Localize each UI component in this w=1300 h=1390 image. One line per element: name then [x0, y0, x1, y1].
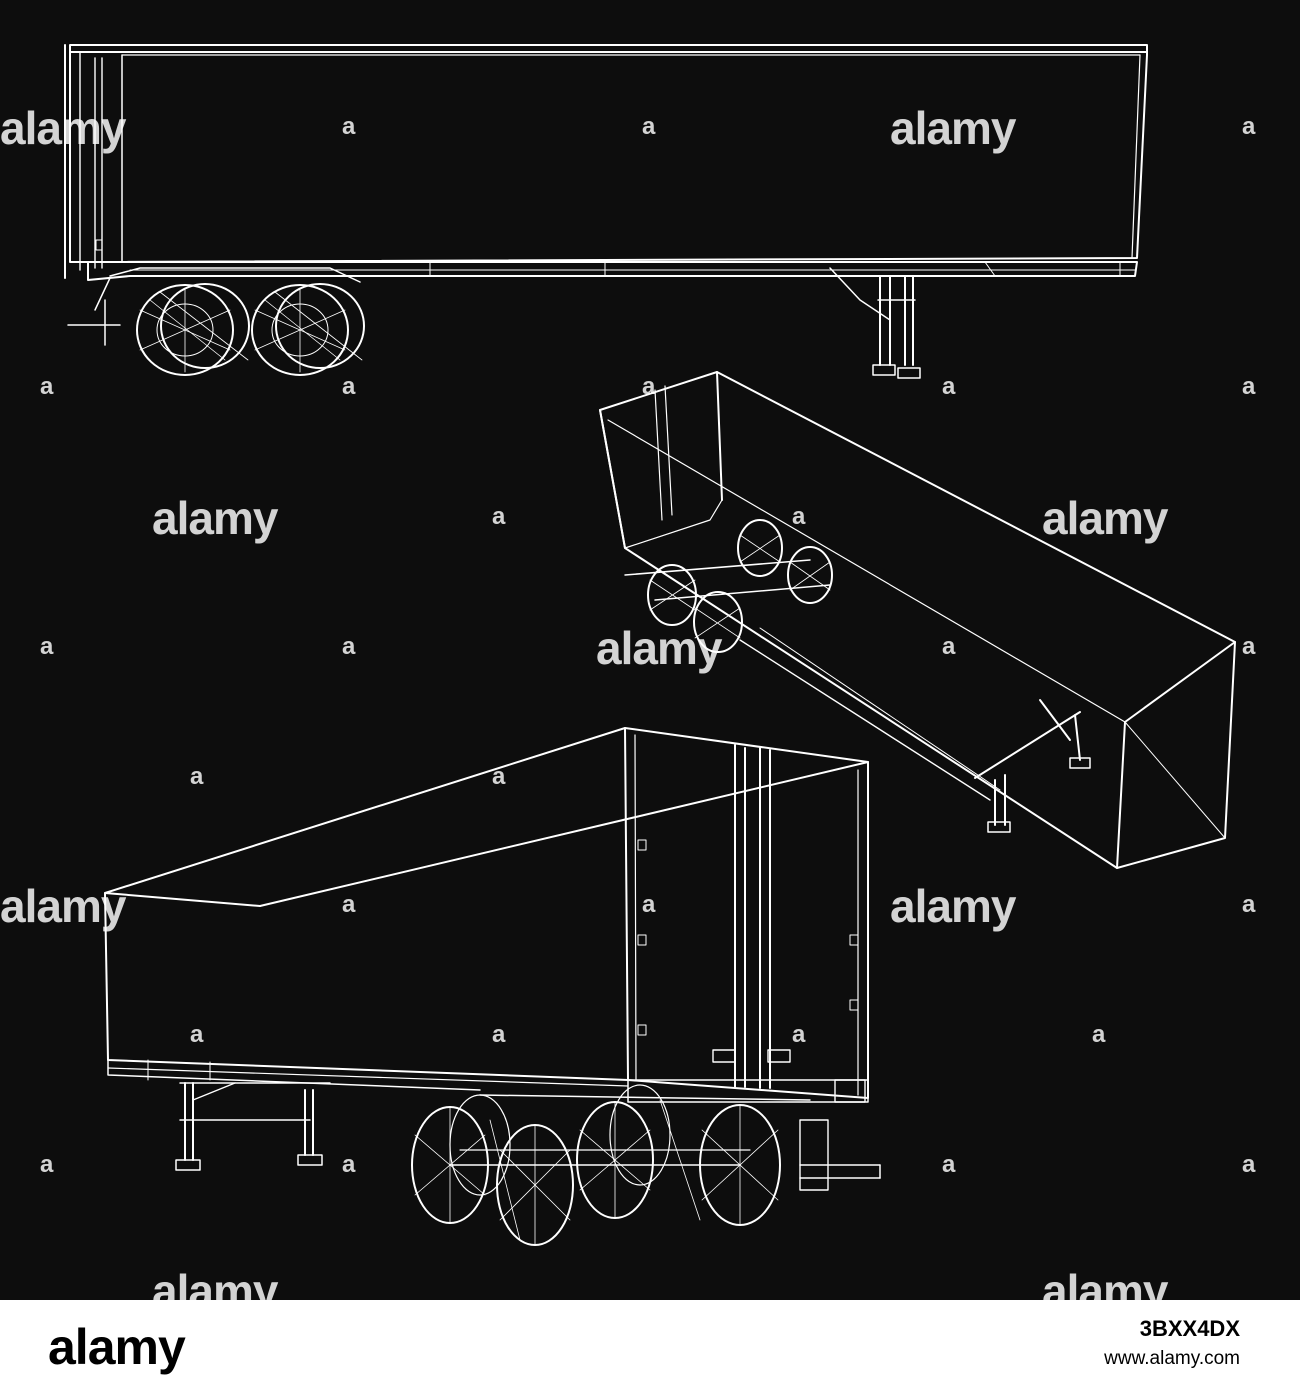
watermark-text: alamy	[1042, 492, 1168, 544]
watermark-glyph: a	[792, 1021, 806, 1048]
watermark-text: alamy	[890, 880, 1016, 932]
watermark-glyph: a	[190, 763, 204, 790]
footer-url: www.alamy.com	[1104, 1348, 1240, 1369]
watermark-glyph: a	[642, 891, 656, 918]
footer-image-id: 3BXX4DX	[1139, 1316, 1240, 1341]
watermark-glyph: a	[1242, 373, 1256, 400]
watermark-text: alamy	[890, 102, 1016, 154]
watermark-glyph: a	[342, 891, 356, 918]
watermark-glyph: a	[642, 373, 656, 400]
watermark-glyph: a	[1242, 891, 1256, 918]
watermark-glyph: a	[1242, 1151, 1256, 1178]
watermark-text: alamy	[152, 492, 278, 544]
watermark-text: alamy	[0, 880, 126, 932]
watermark-glyph: a	[492, 763, 506, 790]
watermark-glyph: a	[342, 1151, 356, 1178]
watermark-glyph: a	[642, 113, 656, 140]
watermark-glyph: a	[942, 1151, 956, 1178]
watermark-glyph: a	[942, 633, 956, 660]
watermark-glyph: a	[1242, 633, 1256, 660]
watermark-glyph: a	[492, 503, 506, 530]
watermark-glyph: a	[1092, 1021, 1106, 1048]
watermark-glyph: a	[492, 1021, 506, 1048]
watermark-text: alamy	[0, 102, 126, 154]
image-canvas: alamy alamy alamy alamy alamy alamy alam…	[0, 0, 1300, 1300]
watermark-glyph: a	[1242, 113, 1256, 140]
watermark-text: alamy	[152, 1265, 278, 1300]
watermark-glyph: a	[40, 1151, 54, 1178]
trailer-wireframe-drawing	[64, 44, 1236, 1246]
watermark-glyph: a	[342, 633, 356, 660]
watermark-glyph: a	[190, 1021, 204, 1048]
watermark-glyph: a	[40, 633, 54, 660]
watermark-glyph: a	[342, 113, 356, 140]
watermark-text: alamy	[596, 622, 722, 674]
stock-footer-bar: alamy 3BXX4DX www.alamy.com	[0, 1300, 1300, 1390]
watermark-glyph: a	[40, 373, 54, 400]
trailer-rear-view	[104, 727, 881, 1246]
watermark-glyph: a	[342, 373, 356, 400]
watermark-glyph: a	[792, 503, 806, 530]
trailer-side-view	[64, 44, 1148, 379]
trailer-underside-view	[599, 371, 1236, 869]
footer-logo: alamy	[48, 1319, 186, 1375]
watermark-glyph: a	[942, 373, 956, 400]
watermark-text: alamy	[1042, 1265, 1168, 1300]
